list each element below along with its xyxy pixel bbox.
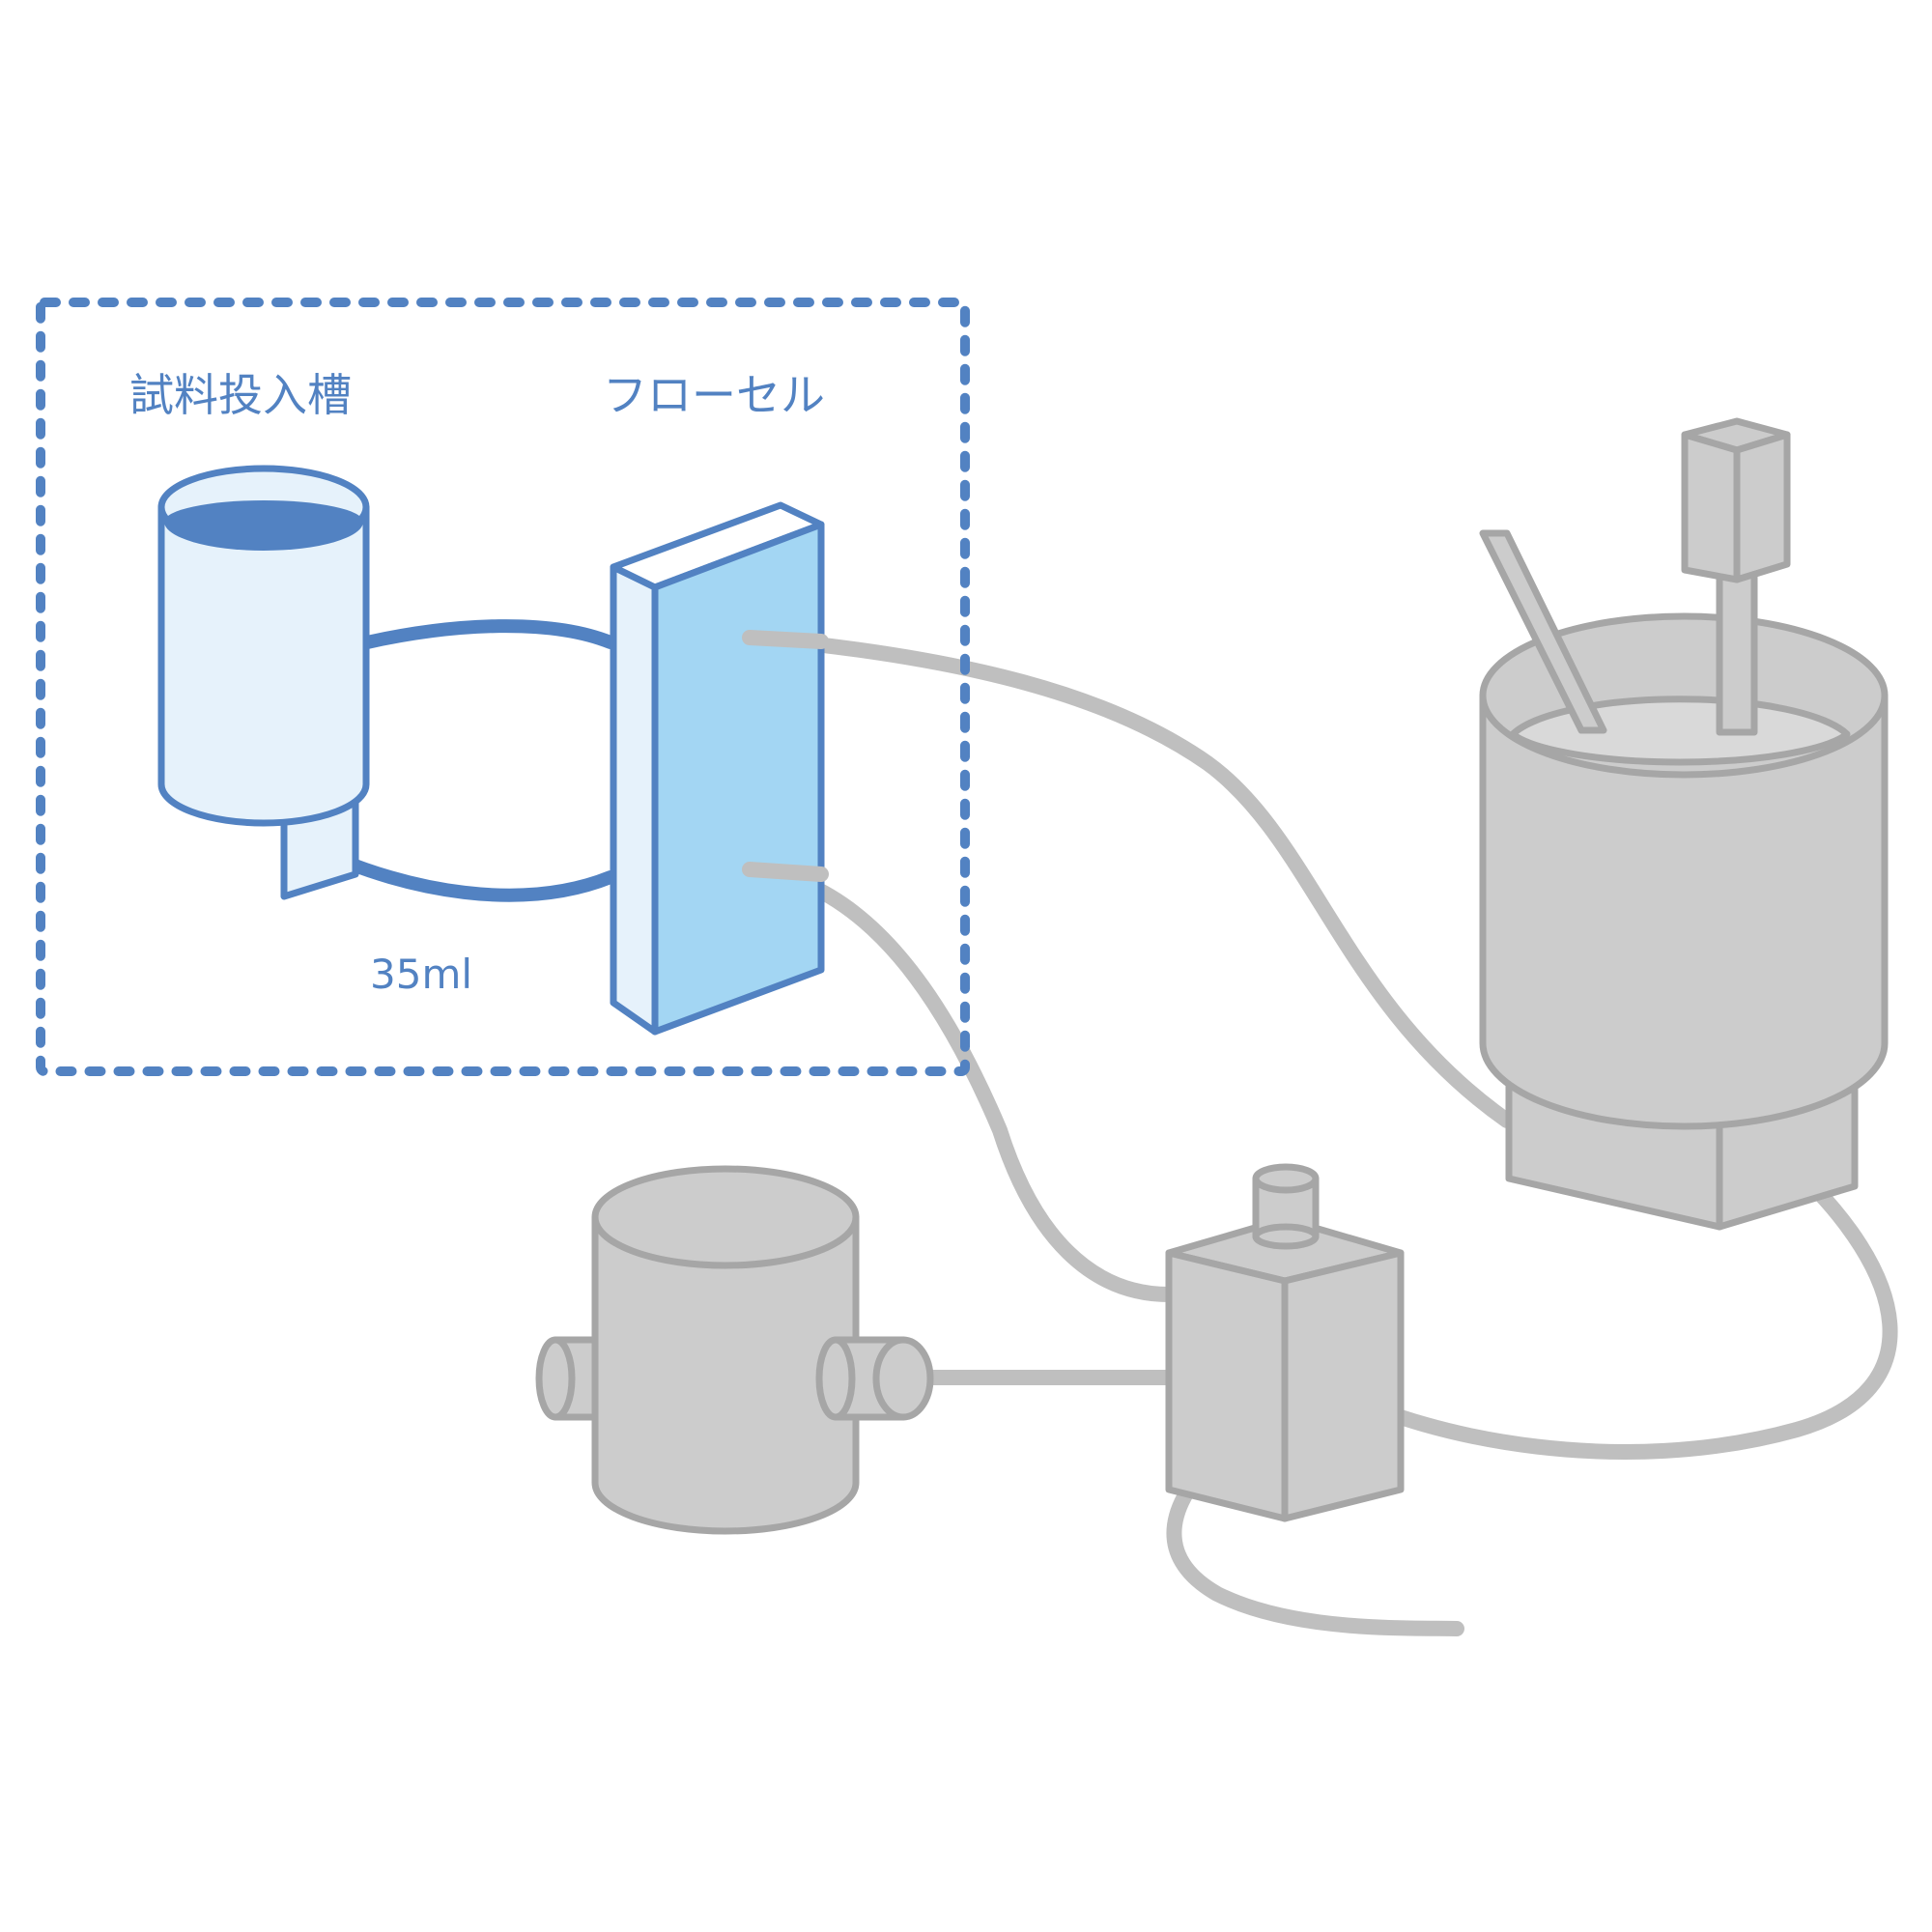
- blue-tube-upper: [360, 619, 617, 649]
- tube-flowcell-to-large-tank: [742, 630, 1515, 1128]
- flow-cell-front-face: [651, 521, 825, 1036]
- sample-tank-body: [157, 503, 370, 827]
- blue-tube-lower: [316, 845, 617, 902]
- sample-tank: [157, 465, 370, 827]
- large-tank: [1479, 417, 1889, 1231]
- cylinder-port-right-cap: [872, 1336, 934, 1421]
- gray-tubes: [742, 630, 1898, 1636]
- probe-rod: [1479, 529, 1607, 734]
- stirrer-shaft: [1716, 568, 1758, 736]
- large-tank-body: [1479, 692, 1889, 1130]
- tube-pump-outlet: [1166, 1441, 1464, 1636]
- cylinder-top: [591, 1165, 860, 1269]
- flow-cell: [610, 501, 825, 1036]
- stirrer-motor-left: [1681, 431, 1741, 583]
- label-volume: 35ml: [370, 951, 472, 998]
- highlight-region-box: [36, 298, 970, 1076]
- flow-cell-port-upper: [742, 630, 829, 649]
- cylinder-body: [591, 1213, 860, 1535]
- flow-cell-port-lower: [742, 862, 829, 882]
- sample-tank-liquid: [164, 500, 363, 551]
- pump-neck-bottom: [1252, 1223, 1320, 1250]
- cylinder-port-right-mid: [815, 1336, 856, 1421]
- flow-cell-side-face: [610, 563, 659, 1036]
- label-flow-cell: フローセル: [603, 369, 825, 421]
- stirrer-motor-right: [1733, 431, 1791, 583]
- large-tank-inner: [1509, 696, 1851, 766]
- pump-left-face: [1165, 1249, 1289, 1522]
- lower-cylinder: [535, 1165, 934, 1535]
- tube-flowcell-to-pump: [742, 862, 1177, 1302]
- label-sample-tank: 試料投入槽: [129, 369, 352, 421]
- flow-cell-ports: [742, 630, 829, 882]
- pump-neck-top: [1252, 1163, 1320, 1194]
- tube-large-tank-to-pump: [1330, 1153, 1898, 1460]
- cylinder-port-left-cap: [535, 1336, 576, 1421]
- pump-right-face: [1281, 1249, 1405, 1522]
- pump: [1165, 1163, 1405, 1522]
